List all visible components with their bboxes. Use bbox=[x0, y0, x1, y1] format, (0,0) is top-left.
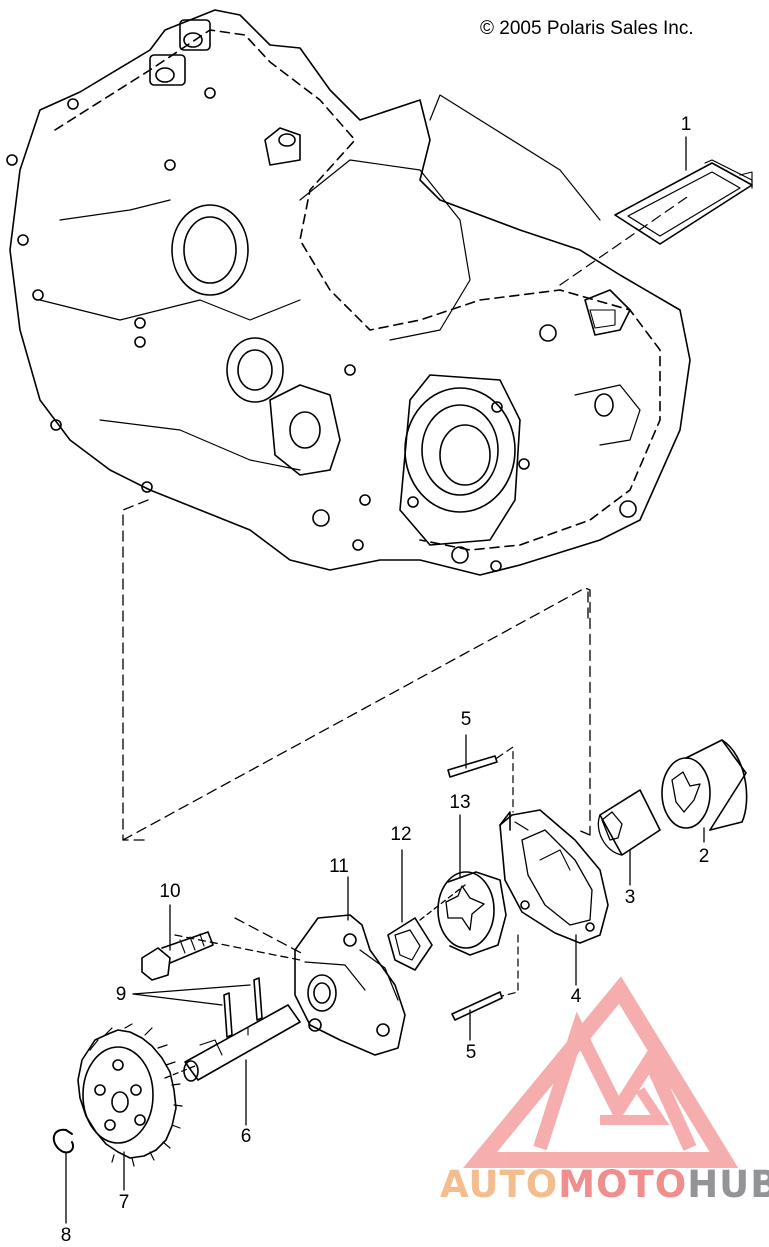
callout-6: 6 bbox=[240, 1126, 252, 1147]
callout-9: 9 bbox=[115, 984, 127, 1005]
pump-rotor bbox=[437, 871, 507, 956]
pump-cover bbox=[294, 914, 406, 1056]
pump-shaft bbox=[183, 1004, 301, 1082]
callout-13: 13 bbox=[449, 792, 471, 813]
watermark-hub: HUB bbox=[687, 1163, 769, 1206]
snap-ring bbox=[52, 1128, 74, 1154]
callout-4: 4 bbox=[570, 986, 582, 1007]
callout-5-bottom: 5 bbox=[465, 1042, 477, 1063]
callout-3: 3 bbox=[624, 887, 636, 908]
callout-1: 1 bbox=[680, 114, 692, 135]
copyright-notice: © 2005 Polaris Sales Inc. bbox=[480, 18, 694, 39]
drive-rotor bbox=[387, 917, 433, 971]
watermark-logo bbox=[463, 976, 739, 1168]
drive-gear bbox=[77, 1023, 183, 1167]
callout-10: 10 bbox=[159, 881, 181, 902]
callout-2: 2 bbox=[698, 846, 710, 867]
oil-filter-screen bbox=[614, 159, 753, 245]
watermark-auto: AUTO bbox=[440, 1163, 559, 1206]
drive-pins bbox=[223, 977, 263, 1038]
inner-rotor bbox=[597, 789, 661, 856]
watermark-triangle bbox=[463, 976, 739, 1168]
watermark-m-shape bbox=[533, 1011, 697, 1151]
callout-12: 12 bbox=[390, 824, 412, 845]
mounting-bolt bbox=[141, 931, 214, 981]
callout-5-top: 5 bbox=[460, 709, 472, 730]
outer-rotor bbox=[661, 739, 748, 831]
callout-8: 8 bbox=[60, 1225, 72, 1246]
watermark-text: AUTOMOTOHUB bbox=[440, 1163, 769, 1206]
dashed-alignment-lines bbox=[122, 194, 691, 1079]
watermark-moto: MOTO bbox=[558, 1163, 688, 1206]
crankcase-half bbox=[6, 9, 691, 576]
callout-11: 11 bbox=[329, 856, 349, 877]
callout-7: 7 bbox=[118, 1192, 130, 1213]
dowel-pins bbox=[447, 746, 519, 1021]
pump-body bbox=[499, 809, 609, 944]
leader-lines bbox=[65, 136, 705, 1224]
